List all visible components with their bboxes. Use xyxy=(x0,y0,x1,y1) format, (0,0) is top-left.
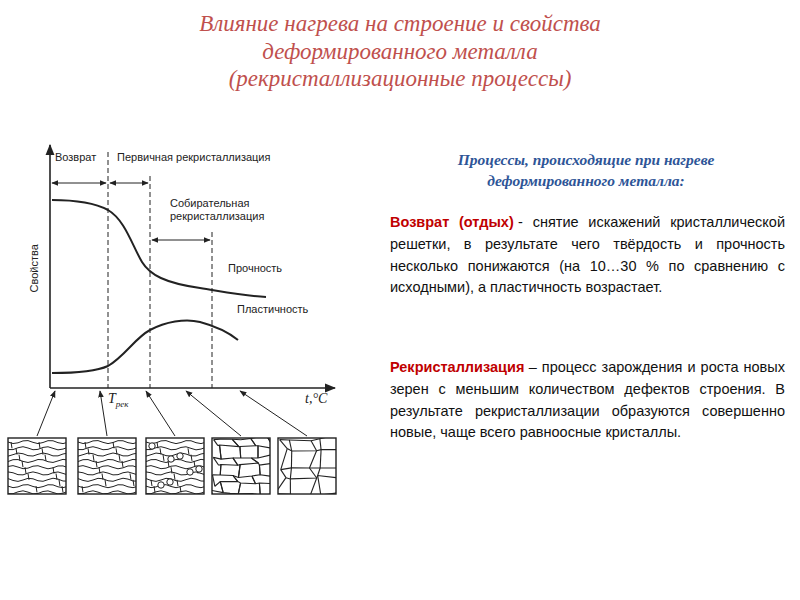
microstructures xyxy=(8,391,350,507)
stage-label: Собирательная рекристаллизация xyxy=(170,197,264,222)
pointer-arrow xyxy=(37,391,55,436)
sample-frame xyxy=(278,438,336,494)
axis-title: t,°C xyxy=(305,391,327,406)
pointer-arrow xyxy=(240,391,307,436)
grain-structure xyxy=(146,441,204,494)
grain-structure xyxy=(212,438,270,494)
sample-frame xyxy=(212,438,270,494)
range-arrow xyxy=(110,183,148,184)
axis-title-block: Свойства xyxy=(28,244,41,292)
axis-title-block: t,°C xyxy=(305,391,327,407)
section-heading: Процессы, происходящие при нагреве дефор… xyxy=(458,151,715,189)
stage-label: Возврат xyxy=(55,151,96,163)
range-arrow xyxy=(152,240,210,241)
x-axis xyxy=(50,387,335,389)
stage-label-block: Собирательная рекристаллизация xyxy=(170,197,282,222)
term: Возврат (отдых) xyxy=(390,214,514,230)
temperature-subscript: рек xyxy=(116,399,129,409)
y-axis xyxy=(49,145,51,388)
sample-frame xyxy=(78,438,136,494)
pointer-arrow xyxy=(146,391,175,436)
curve-label-block: Прочность xyxy=(228,262,282,275)
stage-label: Первичная рекристаллизация xyxy=(117,151,270,163)
plasticity-curve xyxy=(52,320,238,373)
sample-frame xyxy=(146,438,204,494)
curve-label: Прочность xyxy=(228,262,282,274)
section-heading-block: Процессы, происходящие при нагреве дефор… xyxy=(400,150,772,192)
definition-paragraph-block: Возврат (отдых)- снятие искажений криста… xyxy=(390,212,785,299)
boundary-line xyxy=(150,176,151,388)
axis-title: Свойства xyxy=(28,244,40,292)
term: Рекристаллизация xyxy=(390,359,524,375)
curve-label: Пластичность xyxy=(237,303,308,315)
stage-label-block: Возврат xyxy=(55,151,96,164)
temperature-mark-block: Tрек xyxy=(108,391,129,409)
definition-paragraph-block: Рекристаллизация– процесс зарождения и р… xyxy=(390,357,785,444)
curve-label-block: Пластичность xyxy=(237,303,308,316)
grain-structure xyxy=(278,438,336,494)
pointer-arrow xyxy=(186,391,241,436)
grain-structure xyxy=(8,441,66,494)
boundary-line xyxy=(212,232,213,388)
grain-structure xyxy=(78,441,136,494)
slide-title: Влияние нагрева на строение и свойства д… xyxy=(180,10,620,93)
range-arrow xyxy=(52,183,106,184)
boundary-line xyxy=(108,152,109,388)
pointer-arrow xyxy=(100,391,107,436)
temperature-symbol: T xyxy=(108,391,116,406)
stage-label-block: Первичная рекристаллизация xyxy=(117,151,270,164)
sample-frame xyxy=(8,438,66,494)
